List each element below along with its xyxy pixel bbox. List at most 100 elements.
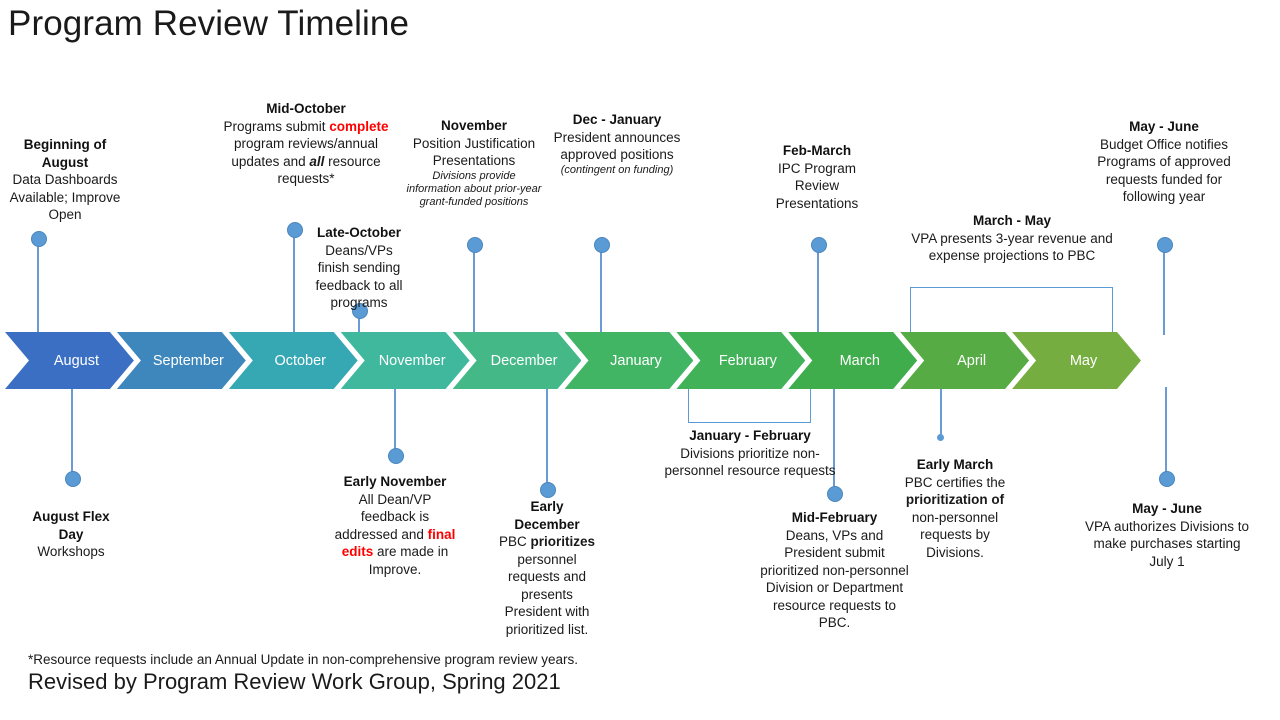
page-title: Program Review Timeline <box>8 4 410 43</box>
note-may-june-vpa: May - June VPA authorizes Divisions to m… <box>1082 500 1252 570</box>
timeline-month-label: May <box>1069 352 1098 369</box>
timeline-month-september[interactable]: September <box>117 332 246 389</box>
timeline-month-may[interactable]: May <box>1012 332 1141 389</box>
note-august-flex-day: August Flex Day Workshops <box>6 508 136 561</box>
note-heading-line2: December <box>514 516 580 532</box>
note-dec-january: Dec - January President announces approv… <box>553 111 681 177</box>
connector-stem-early-november <box>394 387 396 449</box>
timeline-month-label: December <box>490 352 558 369</box>
note-early-november: Early November All Dean/VP feedback is a… <box>333 473 457 578</box>
note-march-may: March - May VPA presents 3-year revenue … <box>904 212 1120 265</box>
note-january-february: January - February Divisions prioritize … <box>662 427 838 480</box>
note-heading: January - February <box>689 428 811 443</box>
note-body: VPA presents 3-year revenue and expense … <box>911 230 1113 264</box>
note-body: Budget Office notifies Programs of appro… <box>1097 136 1231 205</box>
note-body: Deans/VPs finish sending feedback to all… <box>315 242 403 311</box>
timeline-month-april[interactable]: April <box>900 332 1029 389</box>
note-heading: Early March <box>916 457 994 472</box>
note-heading: Mid-February <box>791 510 878 525</box>
timeline-month-label: April <box>957 352 987 369</box>
note-early-march: Early March PBC certifies the prioritiza… <box>891 456 1019 561</box>
note-subtext: (contingent on funding) <box>560 163 674 176</box>
note-heading-line2: August <box>41 154 89 170</box>
connector-dot-early-november <box>388 448 404 464</box>
highlight-final-edits: final edits <box>341 526 456 560</box>
footnote: *Resource requests include an Annual Upd… <box>28 652 579 667</box>
timeline-month-october[interactable]: October <box>229 332 358 389</box>
note-heading: Beginning of <box>23 137 107 152</box>
emphasis-all: all <box>309 153 325 169</box>
connector-dot-beginning-of-august <box>31 231 47 247</box>
connector-stem-late-october <box>358 312 360 336</box>
connector-dot-mid-february <box>827 486 843 502</box>
connector-dot-early-march <box>937 434 944 441</box>
connector-dot-feb-march <box>811 237 827 253</box>
note-heading: Feb-March <box>782 143 852 158</box>
timeline-month-august[interactable]: August <box>5 332 134 389</box>
note-beginning-of-august: Beginning of August Data Dashboards Avai… <box>0 136 130 224</box>
note-heading: August Flex <box>32 509 110 524</box>
note-body: PBC certifies the prioritization of non-… <box>904 474 1006 560</box>
note-may-june-budget: May - June Budget Office notifies Progra… <box>1078 118 1250 206</box>
timeline-month-november[interactable]: November <box>341 332 470 389</box>
connector-stem-feb-march <box>817 248 819 335</box>
connector-stem-dec-january <box>600 248 602 335</box>
emphasis-prioritizes: prioritizes <box>530 534 596 550</box>
connector-dot-dec-january <box>594 237 610 253</box>
note-early-december: Early December PBC prioritizes personnel… <box>491 498 603 638</box>
note-body: Data Dashboards Available; Improve Open <box>9 172 121 223</box>
timeline-month-february[interactable]: February <box>676 332 805 389</box>
connector-stem-november <box>473 248 475 335</box>
bracket-january-february <box>688 388 811 423</box>
note-mid-february: Mid-February Deans, VPs and President su… <box>757 509 912 632</box>
note-mid-october: Mid-October Programs submit complete pro… <box>222 100 390 188</box>
note-feb-march: Feb-March IPC Program Review Presentatio… <box>757 142 877 212</box>
note-body: PBC prioritizes personnel requests and p… <box>498 534 596 637</box>
timeline-month-label: January <box>610 352 662 369</box>
timeline-month-label: March <box>839 352 880 369</box>
connector-dot-november <box>467 237 483 253</box>
connector-stem-august-flex-day <box>71 387 73 472</box>
timeline-month-label: November <box>378 352 446 369</box>
timeline-month-label: September <box>152 352 224 369</box>
connector-stem-mid-october <box>293 233 295 335</box>
connector-stem-mid-february <box>833 387 835 487</box>
timeline-month-march[interactable]: March <box>788 332 917 389</box>
connector-stem-early-december <box>546 387 548 483</box>
note-heading-line2: Day <box>58 526 84 542</box>
connector-stem-early-march <box>940 387 942 435</box>
note-body: Position Justification Presentations <box>412 135 536 169</box>
note-heading: Late-October <box>316 225 401 240</box>
connector-dot-early-december <box>540 482 556 498</box>
connector-dot-may-june-budget <box>1157 237 1173 253</box>
note-body: Programs submit complete program reviews… <box>223 118 389 187</box>
note-body: President announces approved positions <box>553 129 681 163</box>
timeline-bar: August September October November December Ja… <box>0 332 1280 389</box>
timeline-month-label: October <box>274 352 327 369</box>
note-heading: Dec - January <box>572 112 662 127</box>
connector-stem-beginning-of-august <box>37 240 39 335</box>
note-body: IPC Program Review Presentations <box>775 160 859 211</box>
note-november: November Position Justification Presenta… <box>406 117 542 210</box>
note-heading: May - June <box>1132 501 1202 516</box>
note-body: Workshops <box>37 544 105 560</box>
note-body: All Dean/VP feedback is addressed and fi… <box>334 491 456 577</box>
revised-by: Revised by Program Review Work Group, Sp… <box>28 669 561 694</box>
note-heading: Mid-October <box>266 101 346 116</box>
timeline-month-january[interactable]: January <box>565 332 694 389</box>
note-body: Deans, VPs and President submit prioriti… <box>760 527 909 631</box>
note-late-october: Late-October Deans/VPs finish sending fe… <box>312 224 406 312</box>
note-body: VPA authorizes Divisions to make purchas… <box>1084 518 1250 569</box>
highlight-complete: complete <box>329 118 389 134</box>
connector-dot-late-october <box>352 303 368 319</box>
connector-dot-august-flex-day <box>65 471 81 487</box>
connector-dot-mid-october <box>287 222 303 238</box>
note-heading: Early <box>530 499 564 514</box>
timeline-month-label: February <box>718 352 777 369</box>
emphasis-prioritization-of: prioritization of <box>905 492 1005 508</box>
note-body: Divisions prioritize non-personnel resou… <box>664 445 836 479</box>
note-heading: May - June <box>1129 119 1199 134</box>
timeline-month-december[interactable]: December <box>453 332 582 389</box>
connector-dot-may-june-vpa <box>1159 471 1175 487</box>
